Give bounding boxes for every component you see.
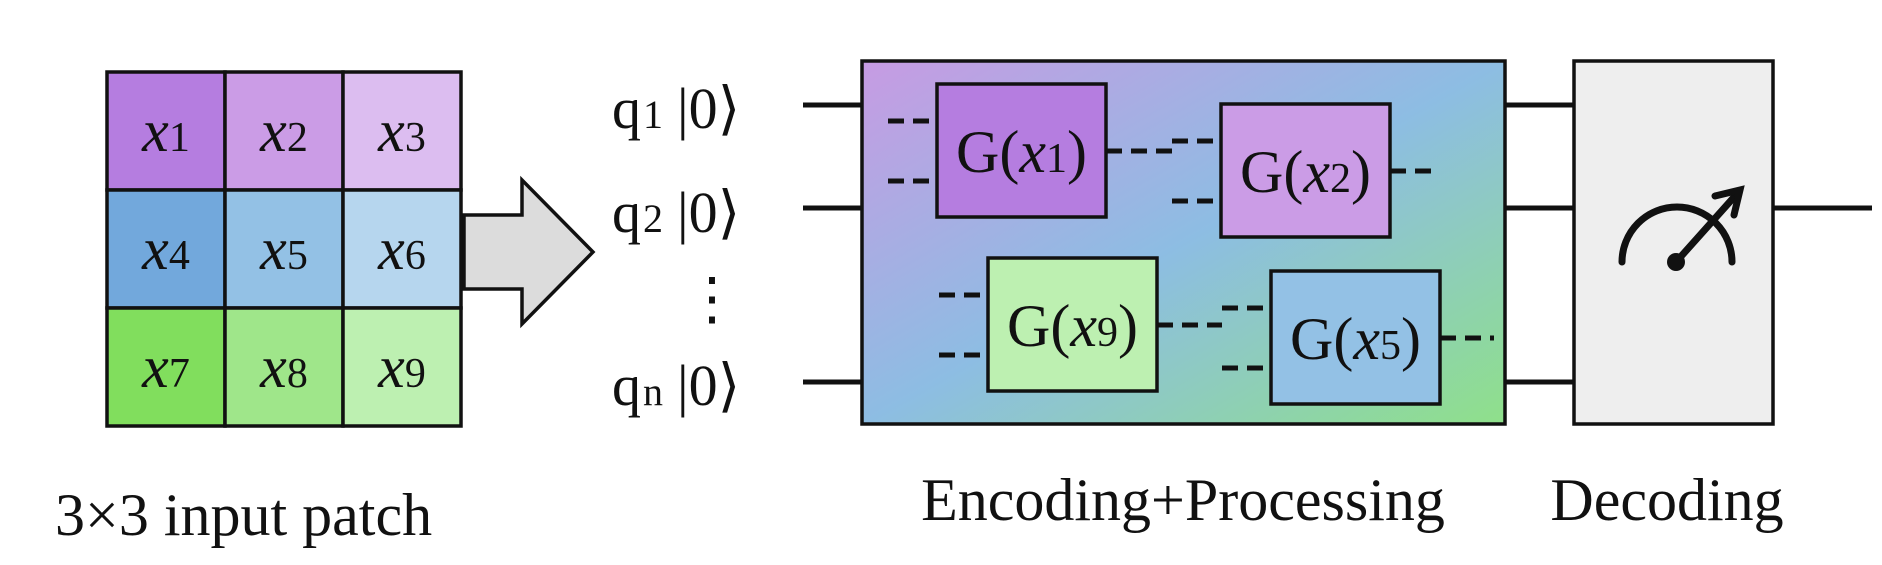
patch-cell-x3: x3 [341, 70, 463, 192]
patch-cell-label: x3 [377, 98, 426, 164]
patch-cell-box [341, 70, 463, 192]
patch-cell-label: x1 [141, 98, 190, 164]
measurement-meter-icon [1618, 185, 1745, 271]
encoding-block-label: Encoding+Processing [921, 467, 1445, 533]
decoding-block-label: Decoding [1550, 467, 1783, 533]
patch-cell-x7: x7 [105, 306, 227, 428]
patch-cell-label: x7 [141, 334, 190, 400]
gate-label: G(x1) [956, 119, 1087, 185]
patch-cell-box [341, 306, 463, 428]
dashed-connectors [888, 118, 1494, 371]
gate-g-x2: G(x2) [1219, 102, 1392, 239]
input-patch: x1 x2 x3 x4 x5 x6 x7 x8 x9 3×3 input patch [55, 70, 463, 548]
right-arrow-icon [462, 175, 596, 329]
patch-cell-x6: x6 [341, 188, 463, 310]
qubit-ellipsis: ⋮ [683, 266, 741, 331]
decoding-block: Decoding [1550, 59, 1784, 533]
patch-cell-label: x6 [377, 216, 426, 282]
patch-cell-box [223, 306, 345, 428]
qubit-label-n: qn|0⟩ [612, 353, 740, 418]
patch-cell-x1: x1 [105, 70, 227, 192]
patch-cell-label: x5 [259, 216, 308, 282]
patch-cell-x4: x4 [105, 188, 227, 310]
patch-cell-label: x4 [141, 216, 190, 282]
qubit-labels: q1|0⟩ q2|0⟩ ⋮ qn|0⟩ [612, 76, 741, 418]
patch-caption: 3×3 input patch [55, 482, 432, 548]
decoding-block-frame [1572, 59, 1775, 426]
patch-cell-x9: x9 [341, 306, 463, 428]
patch-cell-x5: x5 [223, 188, 345, 310]
patch-cell-x8: x8 [223, 306, 345, 428]
gate-box [1269, 269, 1442, 406]
patch-cell-label: x8 [259, 334, 308, 400]
gate-box [986, 256, 1159, 393]
patch-cell-label: x2 [259, 98, 308, 164]
patch-cell-box [223, 188, 345, 310]
patch-cell-box [105, 70, 227, 192]
qubit-label-2: q2|0⟩ [612, 180, 740, 245]
gate-box [1219, 102, 1392, 239]
qubit-wires [803, 102, 1872, 385]
patch-cell-box [341, 188, 463, 310]
gate-label: G(x5) [1290, 306, 1421, 372]
gate-label: G(x9) [1007, 293, 1138, 359]
gate-g-x9: G(x9) [986, 256, 1159, 393]
qubit-label-1: q1|0⟩ [612, 76, 740, 141]
encoding-processing-block: G(x1) G(x2) G(x9) G(x5) Encoding+Process… [860, 59, 1507, 533]
patch-cell-x2: x2 [223, 70, 345, 192]
patch-cell-label: x9 [377, 334, 426, 400]
gate-label: G(x2) [1240, 139, 1371, 205]
gate-g-x5: G(x5) [1269, 269, 1442, 406]
gate-box [935, 82, 1108, 219]
gate-g-x1: G(x1) [935, 82, 1108, 219]
